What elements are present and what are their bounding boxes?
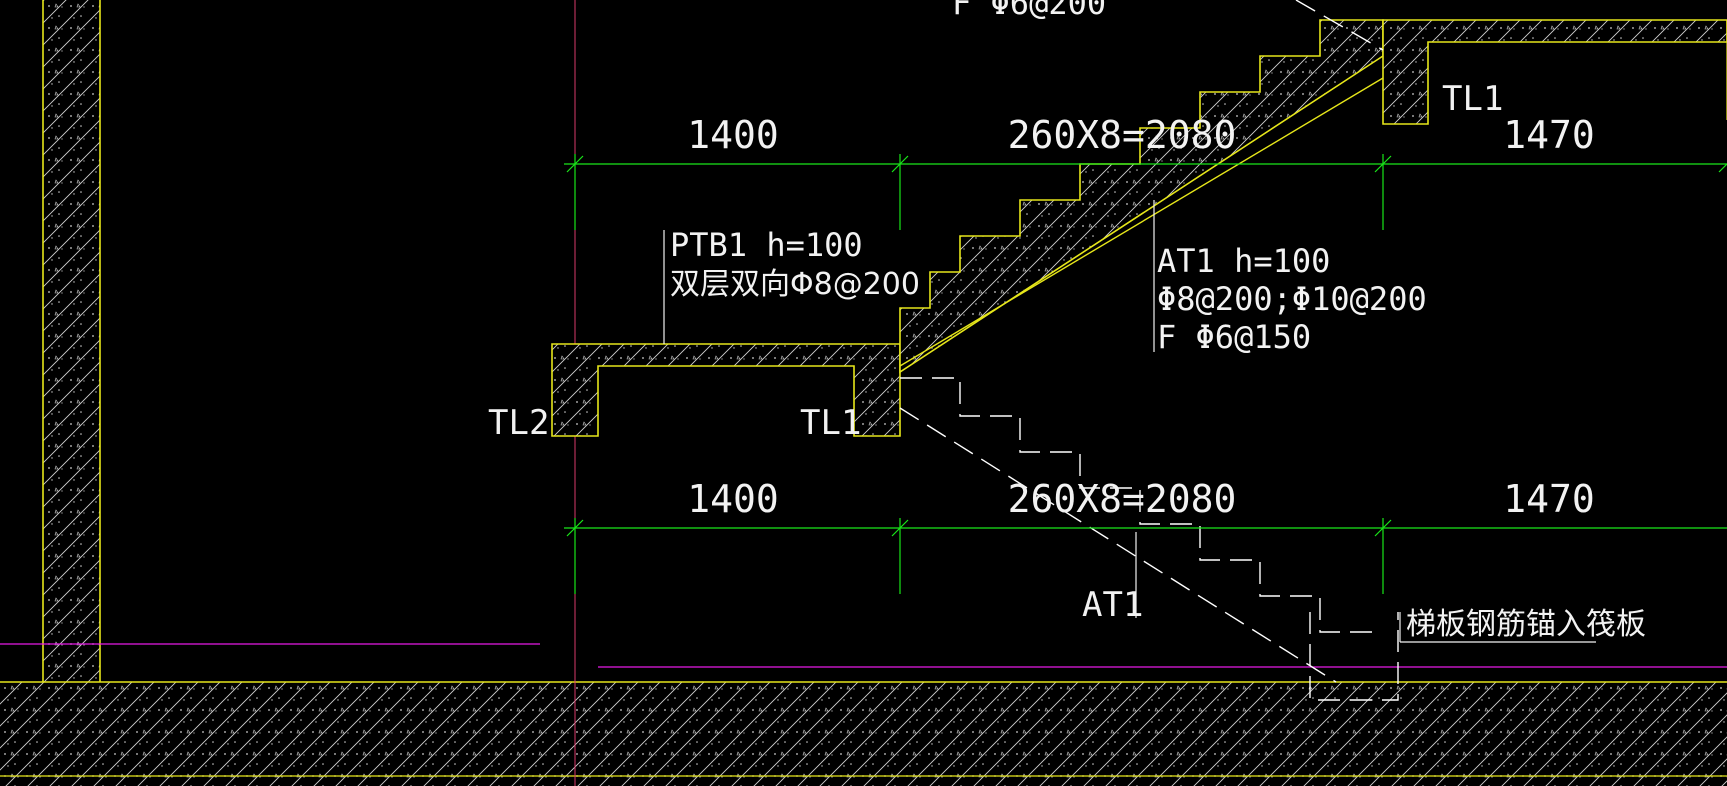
landing-right-tl1 [1382, 19, 1727, 125]
stair-soffit [899, 77, 1384, 367]
raft-foundation [0, 681, 1727, 786]
ptb1-label: PTB1 h=100 [670, 226, 863, 264]
lower-flight-dashed [899, 377, 1399, 701]
landing-slab-ptb1 [551, 343, 901, 437]
tl2-label: TL2 [488, 403, 549, 443]
ptb1-rebar-note: 双层双向Φ8@200 [670, 267, 920, 302]
lower-dimension-line [564, 518, 1727, 594]
top-note-partial: F Φ6@200 [952, 0, 1106, 22]
at1-rebar-distribution: F Φ6@150 [1157, 318, 1311, 356]
upper-dimension-line [564, 154, 1727, 230]
upper-dim-flight: 260X8=2080 [1008, 113, 1237, 157]
upper-dim-landing-right: 1470 [1503, 113, 1595, 157]
tl1-middle-label: TL1 [800, 403, 861, 443]
level-lines [0, 643, 1727, 668]
lower-dim-landing-right: 1470 [1503, 477, 1595, 521]
at1-lower-label: AT1 [1082, 585, 1143, 625]
upper-dashed-line [1295, 0, 1384, 51]
at1-rebar-main: Φ8@200;Φ10@200 [1157, 280, 1427, 318]
raft-anchorage-note: 梯板钢筋锚入筏板 [1406, 607, 1646, 642]
lower-dim-landing-left: 1400 [687, 477, 779, 521]
leader-lines [663, 200, 1596, 643]
at1-label: AT1 h=100 [1157, 242, 1330, 280]
left-wall [42, 0, 101, 682]
tl1-upper-right-label: TL1 [1442, 79, 1503, 119]
upper-dim-landing-left: 1400 [687, 113, 779, 157]
lower-dim-flight: 260X8=2080 [1008, 477, 1237, 521]
